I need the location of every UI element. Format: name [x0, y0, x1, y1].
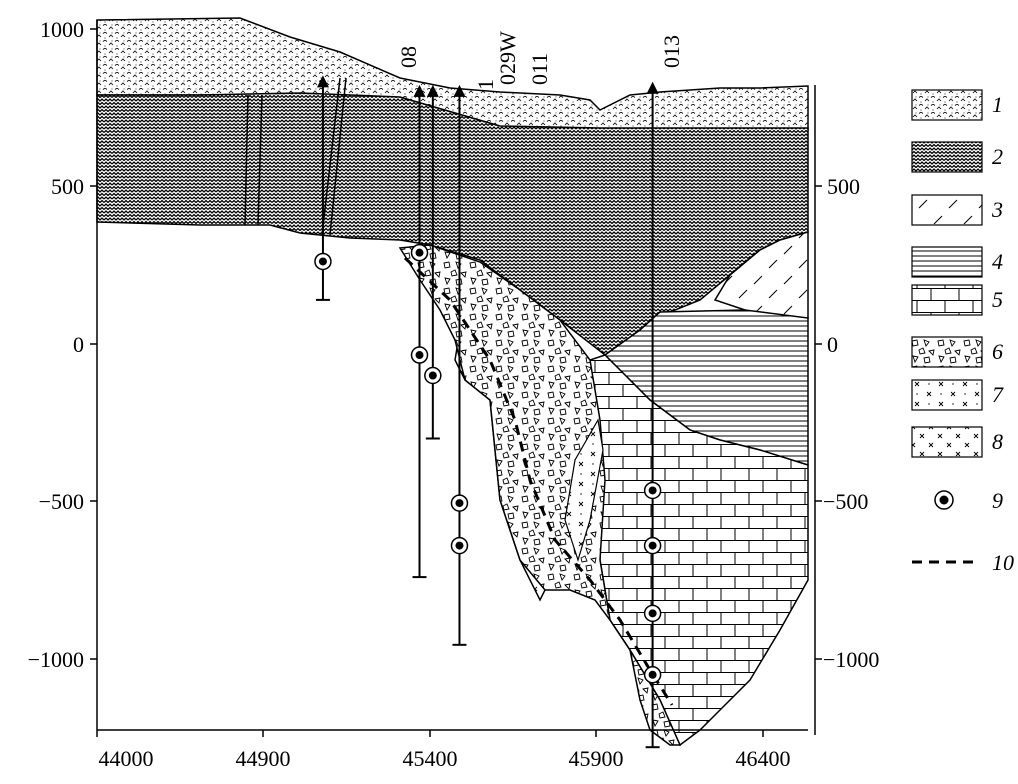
y-tick-label: −500: [39, 489, 84, 514]
x-tick-label: 46400: [736, 746, 791, 771]
contact-line-10: [403, 256, 674, 706]
legend-swatch-1: [911, 89, 983, 121]
y-tick-label-right: 500: [827, 174, 860, 199]
sample-point-icon: [410, 346, 429, 364]
x-tick-label: 45900: [569, 746, 624, 771]
faults: [244, 77, 347, 236]
well-label-029W: 029W: [495, 31, 520, 85]
sample-point-icon: [643, 604, 662, 623]
legend-label-9: 9: [992, 488, 1003, 513]
legend-label-6: 6: [992, 339, 1003, 364]
sample-point-icon: [643, 536, 662, 555]
legend: 1 2 3 4 5 6 7 8 9 10: [911, 89, 1014, 575]
wells: [314, 75, 662, 749]
y-tick-label: 1000: [40, 17, 84, 42]
x-tick-label: 44900: [236, 746, 291, 771]
well-label-08: 08: [396, 46, 421, 68]
x-tick-label: 45400: [403, 746, 458, 771]
legend-label-5: 5: [992, 287, 1003, 312]
legend-label-3: 3: [991, 197, 1003, 222]
sample-point-icon: [314, 252, 332, 271]
sample-point-icon: [450, 536, 469, 555]
legend-swatch-8: [911, 426, 983, 458]
sample-point-icon: [424, 366, 442, 385]
legend-swatch-7: [911, 379, 983, 411]
well-arrowhead-08: [316, 75, 329, 88]
legend-label-10: 10: [992, 550, 1014, 575]
geologic-units: [96, 17, 809, 747]
legend-label-2: 2: [992, 144, 1003, 169]
legend-label-8: 8: [992, 429, 1003, 454]
axes: [96, 20, 816, 735]
legend-swatch-3: [911, 194, 983, 226]
well-arrowhead-1: [413, 84, 426, 97]
y-tick-label-right: −1000: [823, 647, 879, 672]
y-tick-label: 0: [73, 332, 84, 357]
legend-swatch-2: [911, 141, 983, 173]
y-tick-label-right: −500: [823, 489, 868, 514]
well-arrowhead-029W: [426, 84, 439, 97]
sample-point-icon: [934, 490, 954, 510]
legend-label-1: 1: [992, 92, 1003, 117]
x-tick-label: 44000: [99, 746, 154, 771]
well-label-011: 011: [527, 53, 552, 85]
y-tick-label: 500: [51, 174, 84, 199]
sample-point-icon: [410, 243, 429, 262]
sample-point-icon: [450, 494, 469, 512]
legend-swatch-5: [911, 284, 983, 316]
well-arrowhead-011: [453, 84, 466, 97]
legend-label-4: 4: [992, 249, 1003, 274]
well-arrowhead-013: [646, 81, 659, 94]
axis-ticks: [90, 28, 822, 737]
y-tick-label: −1000: [28, 647, 84, 672]
y-tick-label-right: 0: [827, 332, 838, 357]
legend-swatch-6: [911, 336, 983, 368]
legend-label-7: 7: [992, 382, 1004, 407]
sample-point-icon: [643, 666, 662, 684]
well-label-1: 1: [473, 79, 498, 90]
sample-point-icon: [643, 481, 662, 500]
unit-7-strip: [564, 418, 604, 563]
legend-swatch-4: [911, 246, 983, 278]
well-label-013: 013: [659, 35, 684, 68]
